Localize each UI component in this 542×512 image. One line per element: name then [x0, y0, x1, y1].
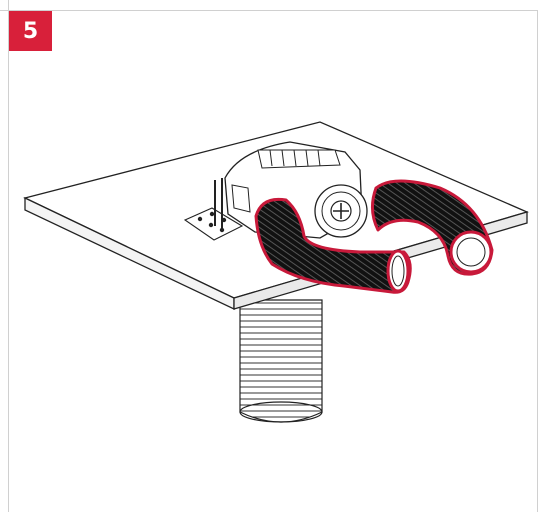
- panel-right-border: [537, 10, 538, 512]
- vertical-duct: [239, 299, 323, 423]
- mounting-bracket: [183, 178, 244, 241]
- step-number: 5: [22, 18, 39, 44]
- panel-left-border: [8, 0, 9, 512]
- left-flexible-hose: [254, 197, 412, 294]
- step-number-badge: 5: [9, 11, 52, 51]
- panel-top-border: [0, 10, 538, 11]
- right-flexible-hose: [371, 179, 494, 276]
